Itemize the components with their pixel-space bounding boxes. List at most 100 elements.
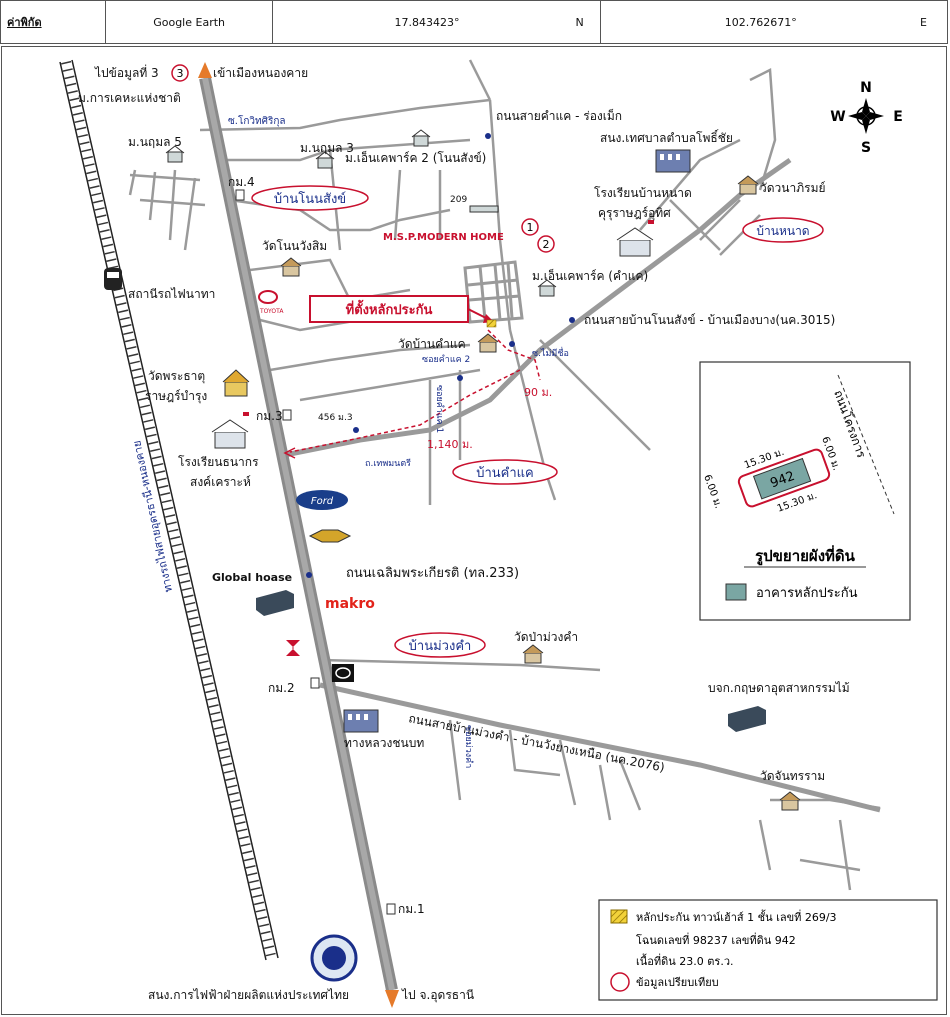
legend-line4: ข้อมูลเปรียบเทียบ [636, 976, 719, 989]
latitude-dir: N [575, 15, 584, 29]
numbered-markers: 3 1 2 [171, 64, 555, 253]
longitude-value: 102.762671° [724, 15, 797, 29]
local-roads [128, 59, 881, 891]
temple-icon [222, 369, 250, 397]
mnpark-label: ม.เอ็นเคพาร์ค (คำแค) [532, 268, 648, 283]
comparison-swatch [610, 972, 630, 992]
train-icon [104, 268, 122, 290]
msp-label: M.S.P.MODERN HOME [383, 232, 504, 243]
egat-label: สนง.การไฟฟ้าฝ่ายผลิตแห่งประเทศไทย [148, 988, 349, 1002]
legend-line2: โฉนดเลขที่ 98237 เลขที่ดิน 942 [636, 932, 796, 947]
inset-legend-building: อาคารหลักประกัน [756, 586, 858, 601]
temple-icon [779, 791, 801, 811]
mazda-logo-icon [332, 664, 354, 682]
km-post-icon [310, 677, 320, 689]
highway-233 [198, 62, 399, 1008]
global-house-label: Global hoase [212, 571, 292, 584]
wat-nonwang-label: วัดโนนวังสิม [262, 239, 327, 253]
distance-lines [283, 329, 541, 459]
compass-s: S [861, 140, 871, 156]
wat-nabhirom-label: วัดวนาภิรมย์ [760, 181, 826, 195]
soi-khamkhae1-label: ซอยคำแค 1 [434, 385, 445, 433]
egat-logo-icon [310, 934, 358, 982]
soi-muangkham-label: ซอยม่วงคำ [463, 725, 474, 768]
school-icon [211, 412, 249, 449]
number-209-label: 209 [450, 195, 467, 205]
office-building-icon [655, 149, 691, 173]
ford-logo-icon [296, 490, 348, 510]
warehouse-icon [256, 590, 294, 616]
road-2076-label: ถนนสายบ้านม่วงคำ - บ้านวังยางเหนือ (นค.2… [407, 711, 665, 774]
km-post-icon [386, 903, 396, 915]
chevrolet-logo-icon [308, 529, 352, 543]
marker-1: 1 [527, 221, 534, 234]
legend-line3: เนื้อที่ดิน 23.0 ตร.ว. [636, 953, 734, 968]
wat-chanharam-label: วัดจันทรราม [760, 769, 825, 783]
collateral-marker [486, 319, 497, 328]
temple-icon [522, 644, 544, 664]
univ-label: ม.การเคหะแห่งชาติ [78, 91, 181, 105]
wat-phrathat-label: วัดพระธาตุ [148, 369, 205, 384]
distance-90-label: 90 ม. [524, 386, 552, 399]
road-3015 [284, 157, 792, 458]
school-nahad-label: โรงเรียนบ้านหนาด [594, 186, 692, 200]
soi-maimiset-label: ซ.ไม่มีชื่อ [532, 346, 569, 359]
km4-label: กม.4 [228, 175, 255, 189]
station-label: สถานีรถไฟนาทา [128, 287, 215, 301]
compass-e: E [893, 109, 903, 125]
makro-label: makro [325, 596, 375, 612]
house-icon [411, 129, 431, 147]
ban-khamkhae-label: บ้านคำแค [476, 466, 534, 481]
wat-phrathat2-label: ราษฎร์บำรุง [145, 389, 207, 404]
road-3015-label: ถนนสายบ้านโนนสังข์ - บ้านเมืองบาง(นค.301… [584, 313, 835, 327]
house-456-label: 456 ม.3 [318, 413, 353, 423]
inset-plot-panel: ถนนโครงการ 942 15.30 ม. 15.30 ม. 6.00 ม.… [699, 361, 911, 621]
mnpark2-label: ม.เอ็นเคพาร์ค 2 (โนนสังข์) [345, 150, 486, 165]
map-frame [1, 46, 947, 1015]
school-nahad2-label: คุรุราษฎร์อุทิศ [598, 206, 671, 221]
sno-tes-label: สนง.เทศบาลตำบลโพธิ์ชัย [600, 129, 733, 145]
wat-khamkhae-label: วัดบ้านคำแค [398, 337, 466, 351]
legend-line1: หลักประกัน ทาวน์เฮ้าส์ 1 ชั้น เลขที่ 269… [636, 909, 837, 924]
marker-2: 2 [543, 238, 550, 251]
soi-kot-label: ซ.โกวิทศิริกุล [228, 114, 286, 127]
school-thanakorn-label: โรงเรียนธนากร [178, 455, 259, 469]
distance-1140-label: 1,140 ม. [427, 438, 473, 451]
road-233-label: ถนนเฉลิมพระเกียรติ (ทล.233) [346, 565, 519, 581]
longitude-cell: 102.762671° E [601, 1, 947, 43]
toyota-label: TOYOTA [259, 308, 284, 315]
ford-label: Ford [311, 496, 334, 507]
suzuki-logo-icon [286, 640, 300, 656]
collateral-swatch [610, 909, 628, 924]
soi-khamkhae2-label: ซอยคำแค 2 [422, 354, 470, 365]
road-2076 [319, 682, 881, 813]
school-thanakorn2-label: สงค์เคราะห์ [190, 475, 251, 489]
marker-3: 3 [177, 67, 184, 80]
rural-road-label: ทางหลวงชนบท [344, 736, 424, 750]
temple-icon [477, 333, 499, 353]
km-post-icon [235, 189, 245, 201]
km-post-icon [282, 409, 292, 421]
longitude-dir: E [920, 15, 927, 29]
subdivision-blocks [463, 260, 524, 324]
road-dots [306, 133, 575, 578]
office-building-icon [343, 709, 379, 733]
km2-label: กม.2 [268, 681, 295, 695]
railway [59, 59, 279, 962]
toyota-logo-icon [258, 290, 278, 304]
to-data3-label: ไปข้อมูลที่ 3 [94, 64, 159, 81]
house-icon [165, 145, 185, 163]
soi-thephamontri-label: ถ.เทพมนตรี [365, 458, 411, 469]
temple-icon [737, 175, 759, 195]
wat-pamuang-label: วัดป่าม่วงคำ [514, 630, 578, 644]
temple-icon [280, 257, 302, 277]
km3-label: กม.3 [256, 409, 283, 423]
warehouse-icon [728, 706, 766, 732]
compass-n: N [860, 80, 872, 96]
house-icon [315, 151, 335, 169]
nudom3-label: ม.นฤมล 3 [300, 141, 354, 155]
ban-nahad-label: บ้านหนาด [756, 224, 809, 238]
landmark-icons [104, 129, 801, 982]
coordinate-header: ค่าพิกัด Google Earth 17.843423° N 102.7… [0, 0, 948, 44]
